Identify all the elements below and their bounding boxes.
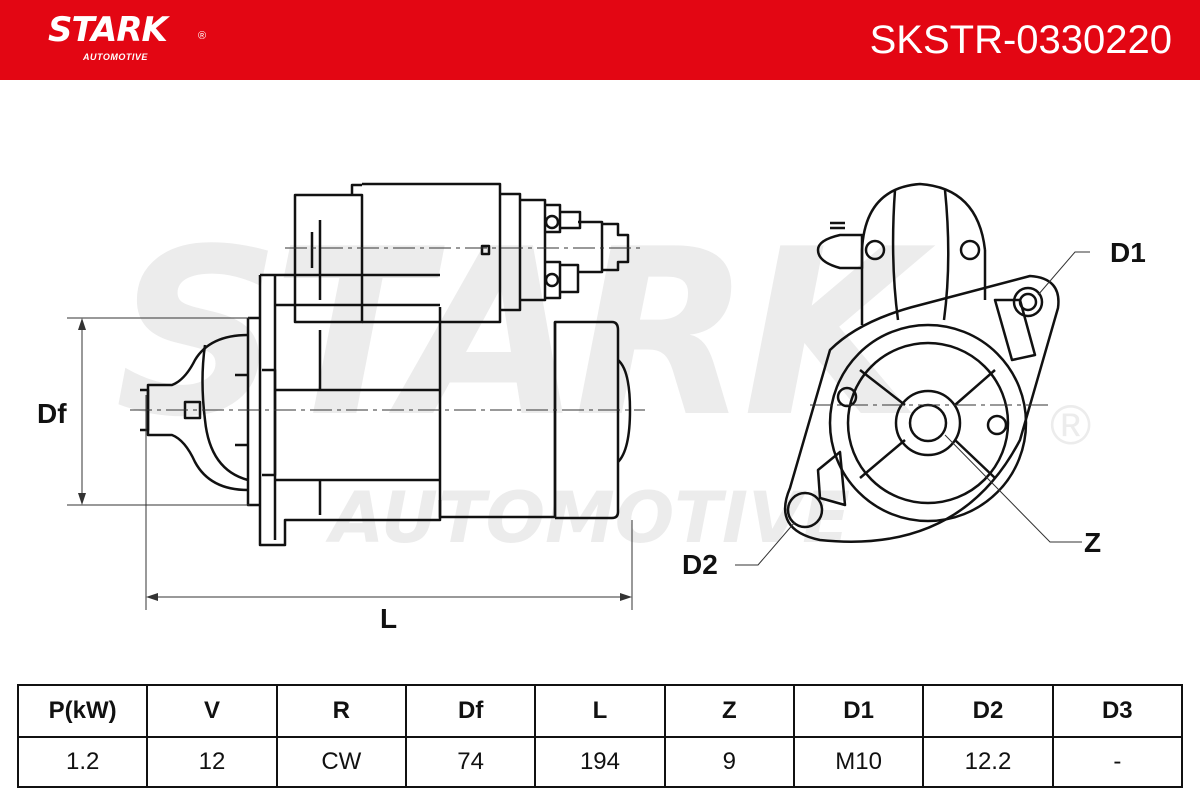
specs-value-row: 1.2 12 CW 74 194 9 M10 12.2 - <box>16 736 1184 788</box>
specs-header-cell: Z <box>663 684 795 738</box>
specs-value-cell: 194 <box>534 736 666 788</box>
watermark-main: STARK <box>115 201 921 468</box>
specs-value-cell: M10 <box>792 736 925 788</box>
specs-header-cell: D1 <box>792 684 925 738</box>
specs-value-cell: - <box>1051 736 1184 788</box>
dimension-arrowheads <box>78 318 632 601</box>
specs-value-cell: 9 <box>663 736 795 788</box>
specs-header-row: P(kW) V R Df L Z D1 D2 D3 <box>16 684 1184 738</box>
watermark-registered: ® <box>1050 393 1092 456</box>
specs-header-cell: D2 <box>922 684 1054 738</box>
specs-value-cell: 74 <box>404 736 537 788</box>
specs-value-cell: 12 <box>146 736 278 788</box>
specs-header-cell: R <box>275 684 407 738</box>
logo-registered-mark: ® <box>198 30 207 42</box>
solenoid-outline <box>293 182 630 324</box>
specs-table: P(kW) V R Df L Z D1 D2 D3 1.2 12 CW 74 1… <box>16 684 1184 788</box>
dimension-label-z: Z <box>1084 527 1102 558</box>
specs-header-cell: P(kW) <box>16 684 149 738</box>
specs-header-cell: Df <box>404 684 537 738</box>
drive-nose-outline <box>140 316 260 507</box>
dimension-lines <box>67 247 1090 610</box>
end-view-outline <box>783 182 1060 543</box>
logo-subtext: AUTOMOTIVE <box>83 52 148 62</box>
dimension-label-d1: D1 <box>1110 237 1146 268</box>
part-number: SKSTR-0330220 <box>869 18 1172 62</box>
logo-wordmark: STARK <box>48 10 168 50</box>
specs-value-cell: CW <box>275 736 407 788</box>
dimension-label-l: L <box>380 603 398 634</box>
motor-body-outline <box>258 273 632 547</box>
starter-technical-drawing <box>67 182 1090 610</box>
specs-header-cell: D3 <box>1051 684 1184 738</box>
specs-value-cell: 12.2 <box>922 736 1054 788</box>
specs-header-cell: L <box>534 684 666 738</box>
stark-logo: STARK ® AUTOMOTIVE <box>48 10 218 65</box>
dimension-label-d2: D2 <box>682 549 718 580</box>
specs-header-cell: V <box>146 684 278 738</box>
header-bar: STARK ® AUTOMOTIVE SKSTR-0330220 <box>0 0 1200 80</box>
dimension-label-df: Df <box>37 398 67 429</box>
specs-value-cell: 1.2 <box>16 736 149 788</box>
